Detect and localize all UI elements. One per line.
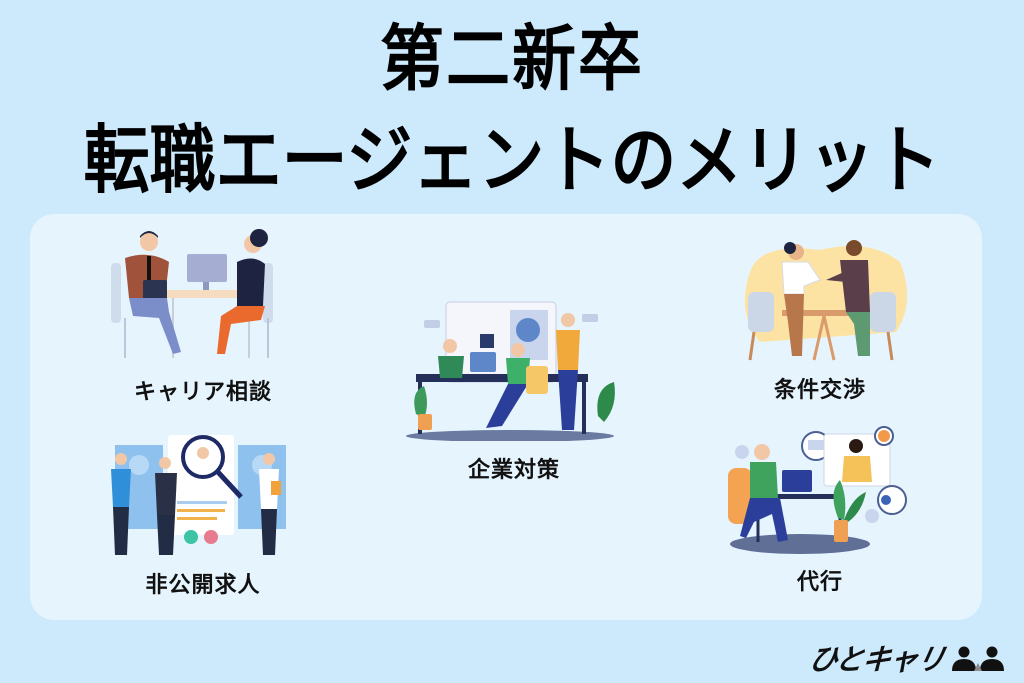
- benefit-label: 企業対策: [467, 458, 560, 483]
- proxy-service-illustration: [728, 426, 907, 554]
- benefit-condition-negotiation: 条件交渉: [720, 232, 920, 408]
- brand-logo-text: ひとキャリ: [805, 642, 948, 677]
- brand-logo: ひとキャリ: [806, 640, 1006, 677]
- two-people-icon: [952, 646, 1005, 671]
- benefit-proxy-service: 代行: [720, 422, 920, 598]
- page-title-line-1: 第二新卒: [380, 18, 644, 102]
- benefit-company-preparation: 企業対策: [402, 296, 626, 483]
- benefit-career-consultation: キャリア相談: [103, 228, 303, 408]
- company-preparation-illustration: [406, 301, 615, 441]
- benefit-private-job-listings: 非公開求人: [93, 425, 313, 598]
- benefit-label: 非公開求人: [145, 573, 261, 598]
- condition-negotiation-illustration: [744, 240, 908, 361]
- benefit-label: 代行: [796, 570, 843, 595]
- page-title-line-2: 転職エージェントのメリット: [83, 117, 941, 204]
- career-consultation-illustration: [111, 229, 273, 358]
- benefit-label: キャリア相談: [133, 380, 272, 405]
- benefit-label: 条件交渉: [773, 378, 866, 403]
- private-job-listings-illustration: [111, 435, 286, 555]
